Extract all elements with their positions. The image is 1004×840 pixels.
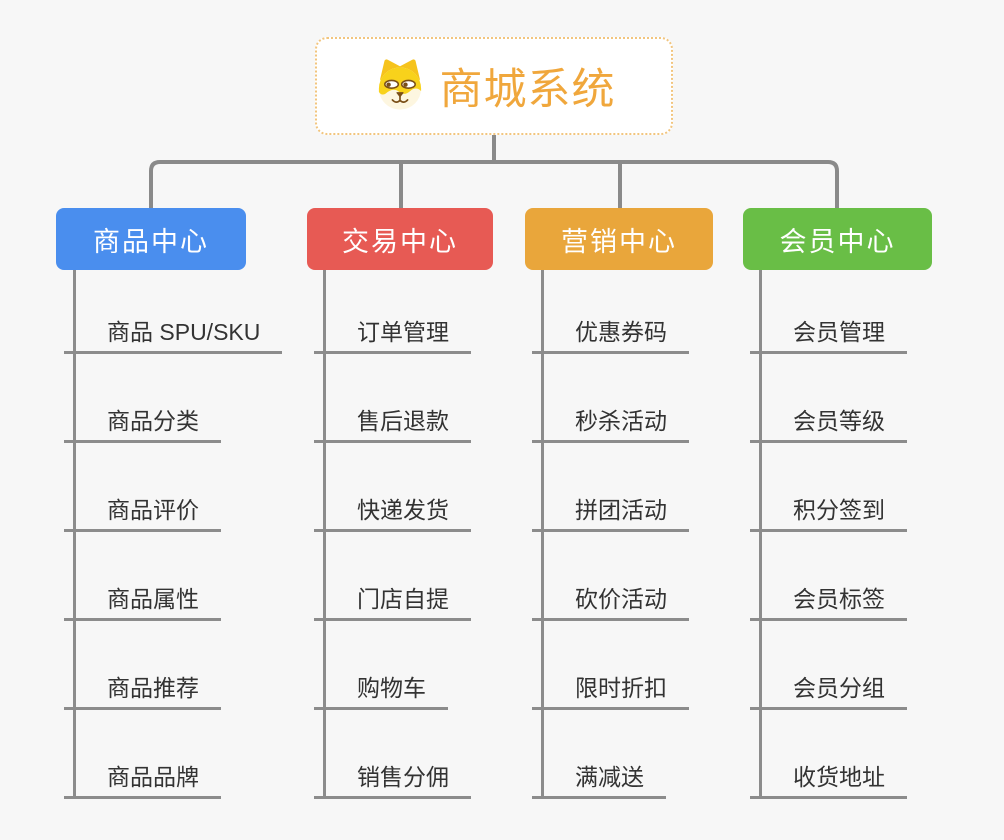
leaf-node[interactable]: 会员分组 [750,621,907,710]
leaf-node[interactable]: 收货地址 [750,710,907,799]
branch-product-center[interactable]: 商品中心 [56,208,246,270]
children-member-center: 会员管理 会员等级 积分签到 会员标签 会员分组 收货地址 [750,270,907,799]
leaf-node[interactable]: 会员管理 [750,270,907,354]
leaf-label: 商品推荐 [64,669,221,710]
leaf-label: 满减送 [532,758,666,799]
leaf-node[interactable]: 限时折扣 [532,621,689,710]
leaf-label: 优惠券码 [532,313,689,354]
leaf-label: 商品品牌 [64,758,221,799]
children-trade-center: 订单管理 售后退款 快递发货 门店自提 购物车 销售分佣 [314,270,471,799]
root-node-mall-system[interactable]: 商城系统 [315,37,673,135]
leaf-label: 限时折扣 [532,669,689,710]
branch-connector-line [323,270,326,799]
branch-connector-line [759,270,762,799]
leaf-node[interactable]: 积分签到 [750,443,907,532]
leaf-node[interactable]: 门店自提 [314,532,471,621]
leaf-label: 积分签到 [750,491,907,532]
leaf-node[interactable]: 会员标签 [750,532,907,621]
leaf-node[interactable]: 商品 SPU/SKU [64,270,283,354]
children-marketing-center: 优惠券码 秒杀活动 拼团活动 砍价活动 限时折扣 满减送 [532,270,689,799]
leaf-label: 商品 SPU/SKU [64,313,283,354]
leaf-node[interactable]: 拼团活动 [532,443,689,532]
leaf-node[interactable]: 商品品牌 [64,710,282,799]
branch-member-center[interactable]: 会员中心 [743,208,932,270]
leaf-node[interactable]: 购物车 [314,621,471,710]
leaf-label: 购物车 [314,669,448,710]
leaf-label: 会员管理 [750,313,907,354]
leaf-node[interactable]: 订单管理 [314,270,471,354]
leaf-label: 售后退款 [314,402,471,443]
leaf-node[interactable]: 商品推荐 [64,621,282,710]
leaf-node[interactable]: 商品评价 [64,443,282,532]
branch-marketing-center[interactable]: 营销中心 [525,208,713,270]
leaf-label: 会员标签 [750,580,907,621]
root-title: 商城系统 [439,66,616,114]
leaf-label: 商品分类 [64,402,221,443]
branch-trade-center[interactable]: 交易中心 [307,208,493,270]
leaf-node[interactable]: 砍价活动 [532,532,689,621]
leaf-node[interactable]: 秒杀活动 [532,354,689,443]
branch-connector-line [541,270,544,799]
children-product-center: 商品 SPU/SKU 商品分类 商品评价 商品属性 商品推荐 商品品牌 [64,270,283,799]
leaf-node[interactable]: 会员等级 [750,354,907,443]
leaf-node[interactable]: 快递发货 [314,443,471,532]
leaf-label: 拼团活动 [532,491,689,532]
leaf-label: 收货地址 [750,758,907,799]
leaf-label: 会员分组 [750,669,907,710]
leaf-node[interactable]: 优惠券码 [532,270,689,354]
leaf-node[interactable]: 满减送 [532,710,689,799]
leaf-node[interactable]: 商品分类 [64,354,282,443]
leaf-label: 商品评价 [64,491,221,532]
leaf-label: 快递发货 [314,491,471,532]
leaf-label: 秒杀活动 [532,402,689,443]
branch-connector-line [73,270,76,799]
leaf-label: 门店自提 [314,580,471,621]
leaf-label: 砍价活动 [532,580,689,621]
leaf-label: 订单管理 [314,313,471,354]
leaf-node[interactable]: 售后退款 [314,354,471,443]
leaf-node[interactable]: 销售分佣 [314,710,471,799]
leaf-node[interactable]: 商品属性 [64,532,282,621]
dog-face-icon [373,59,427,113]
leaf-label: 商品属性 [64,580,221,621]
leaf-label: 销售分佣 [314,758,471,799]
leaf-label: 会员等级 [750,402,907,443]
